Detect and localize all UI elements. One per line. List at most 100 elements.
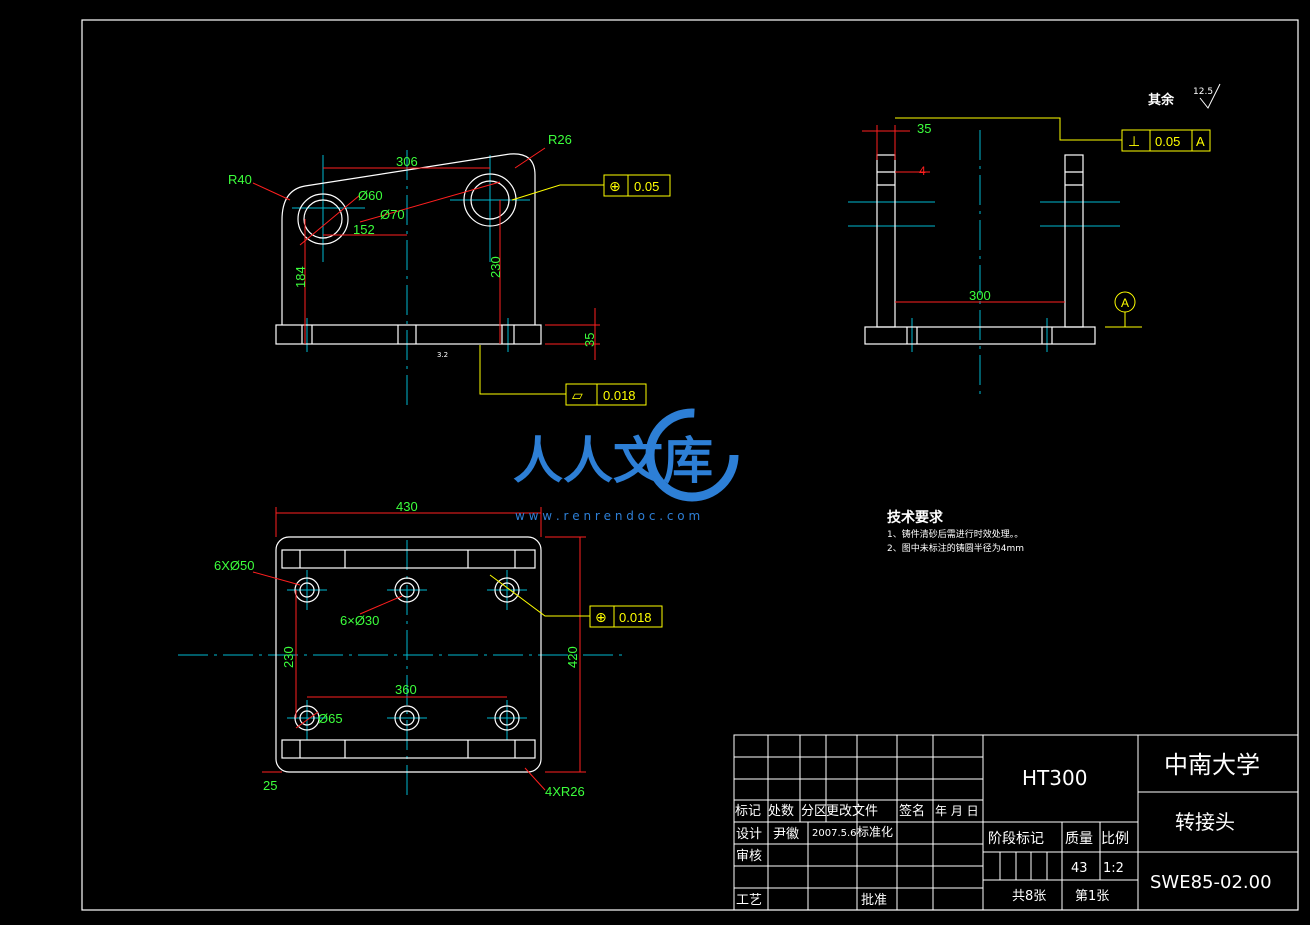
designer-name: 尹徽 <box>773 827 799 842</box>
watermark-logo-ring <box>645 408 739 502</box>
position-tolerance-frame-top: ⊕ 0.018 <box>589 605 663 628</box>
dim-line <box>252 571 301 586</box>
dim-430: 430 <box>396 499 418 514</box>
mass-label: 质量 <box>1065 831 1093 847</box>
front-view: 306 R26 R40 Ø60 Ø70 152 184 230 35 3.2 ⊕… <box>228 132 671 410</box>
dim-4xr26: 4XR26 <box>545 784 585 799</box>
flatness-value: 0.018 <box>603 388 636 403</box>
tol-value: 0.05 <box>634 179 659 194</box>
side-view: 35 300 4 A ⊥ 0.05 A 其余 12.5 <box>848 83 1221 395</box>
col-change-doc: 更改文件 <box>826 804 878 819</box>
watermark-text: 人人文库 <box>513 432 713 490</box>
tol-value-top: 0.018 <box>619 610 652 625</box>
watermark-url: w w w . r e n r e n d o c . c o m <box>515 509 700 523</box>
perpendicular-symbol: ⊥ <box>1128 134 1140 150</box>
parallelism-tolerance-frame: ⊥ 0.05 A <box>1121 129 1211 152</box>
standardize-label: 标准化 <box>857 825 893 839</box>
dim-35: 35 <box>582 333 597 347</box>
dim-line <box>295 711 319 729</box>
dim-4: 4 <box>919 164 926 178</box>
par-datum: A <box>1196 134 1205 149</box>
dim-65: Ø65 <box>318 711 343 726</box>
dim-line <box>359 181 501 223</box>
row-design: 设计 <box>736 827 762 842</box>
dim-184: 184 <box>293 266 308 288</box>
datum-circle <box>1114 291 1136 313</box>
hole-circle <box>399 710 415 726</box>
plate-outline <box>275 536 542 773</box>
roughness-icon <box>1199 83 1221 109</box>
drawing-number: SWE85-02.00 <box>1150 872 1272 893</box>
roughness-note-value: 12.5 <box>1193 87 1213 97</box>
rail-top <box>281 549 536 569</box>
stage-mark-label: 阶段标记 <box>988 831 1044 847</box>
hole-circle <box>494 577 520 603</box>
scale-value: 1:2 <box>1103 861 1124 876</box>
tech-item-1: 1、铸件清砂后需进行时效处理。。 <box>887 528 1023 540</box>
dim-230-top: 230 <box>281 646 296 668</box>
dim-152: 152 <box>353 222 375 237</box>
side-wall-right <box>1064 154 1084 328</box>
tech-item-2: 2、图中未标注的铸圆半径为4mm <box>887 542 1024 554</box>
position-symbol: ⊕ <box>609 179 621 195</box>
hole-circle <box>294 705 320 731</box>
dim-d60: Ø60 <box>358 188 383 203</box>
dim-line <box>299 194 361 246</box>
col-date: 年 月 日 <box>935 804 979 818</box>
title-block-text: HT300 中南大学 转接头 SWE85-02.00 标记 处数 分区 更改文件… <box>735 751 1272 908</box>
hole-circle <box>499 582 515 598</box>
top-view: 430 6XØ50 6×Ø30 230 420 360 Ø65 25 4XR26… <box>178 499 663 800</box>
tech-requirements: 技术要求 1、铸件清砂后需进行时效处理。。 2、图中未标注的铸圆半径为4mm <box>887 509 1024 554</box>
tech-title: 技术要求 <box>887 509 944 526</box>
bore-circle <box>297 193 349 245</box>
dim-6x50: 6XØ50 <box>214 558 254 573</box>
title-block <box>733 734 1299 911</box>
hole-circle <box>299 710 315 726</box>
hole-circle <box>399 582 415 598</box>
dim-d70: Ø70 <box>380 207 405 222</box>
tol-leader <box>489 574 590 617</box>
roughness-mark: 3.2 <box>437 351 448 359</box>
par-value: 0.05 <box>1155 134 1180 149</box>
dim-25: 25 <box>263 778 277 793</box>
dim-line <box>514 147 546 169</box>
dim-line <box>524 767 546 791</box>
mass-value: 43 <box>1071 861 1088 876</box>
col-count: 处数 <box>768 804 794 819</box>
tol-leader <box>511 184 604 201</box>
hole-circle <box>394 577 420 603</box>
dim-35-side: 35 <box>917 121 931 136</box>
dim-r26: R26 <box>548 132 572 147</box>
side-base <box>864 326 1096 345</box>
hole-circle <box>394 705 420 731</box>
hole-circle <box>294 577 320 603</box>
position-symbol-top: ⊕ <box>595 610 607 626</box>
flatness-symbol: ▱ <box>572 388 583 404</box>
drawing-border <box>81 19 1299 911</box>
col-sign: 签名 <box>899 803 925 819</box>
bore-circle <box>303 199 343 239</box>
bore-circle <box>463 173 517 227</box>
scale-label: 比例 <box>1101 831 1129 847</box>
dim-306: 306 <box>396 154 418 169</box>
row-review: 审核 <box>736 849 762 864</box>
col-zone: 分区 <box>801 804 827 819</box>
hole-circle <box>499 710 515 726</box>
university-name: 中南大学 <box>1164 751 1260 779</box>
parallel-leader <box>895 117 1122 141</box>
approve-label: 批准 <box>861 893 887 908</box>
design-date: 2007.5.6 <box>812 828 857 839</box>
row-process: 工艺 <box>736 893 762 908</box>
bore-circle <box>470 180 510 220</box>
flatness-tolerance-frame: ▱ 0.018 <box>565 383 647 406</box>
dim-line <box>359 595 403 615</box>
flat-leader <box>479 345 566 395</box>
watermark: 人人文库 w w w . r e n r e n d o c . c o m <box>513 408 739 523</box>
col-mark: 标记 <box>735 804 761 819</box>
part-name: 转接头 <box>1175 810 1235 834</box>
sheet-number: 第1张 <box>1075 889 1109 904</box>
hole-circle <box>494 705 520 731</box>
hole-circle <box>299 582 315 598</box>
dim-420: 420 <box>565 646 580 668</box>
